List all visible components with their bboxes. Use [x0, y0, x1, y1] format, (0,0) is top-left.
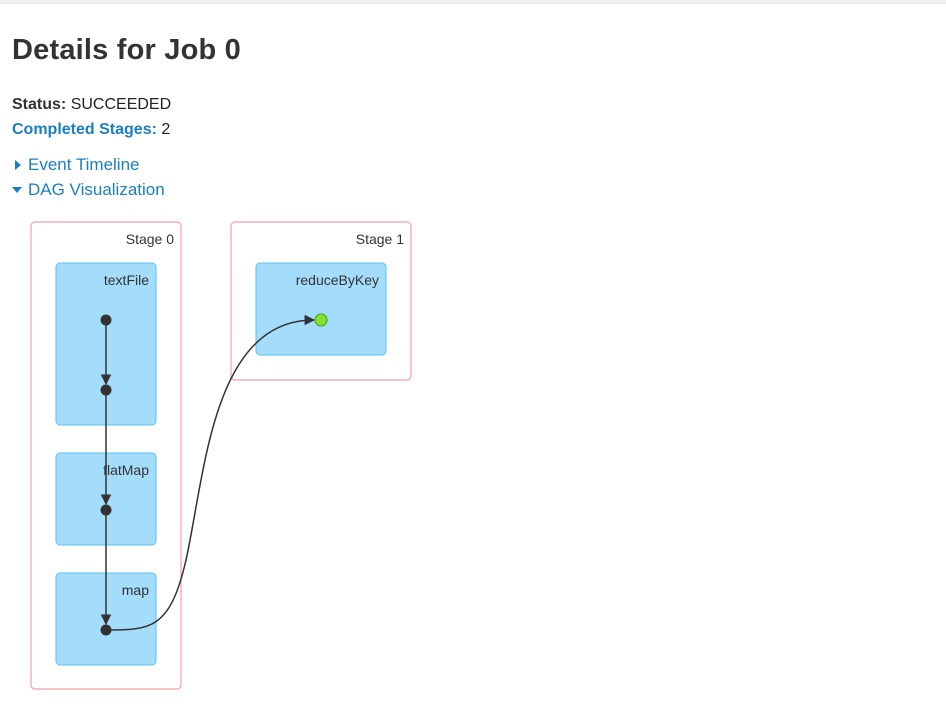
rdd-node[interactable] — [100, 624, 112, 636]
status-value: SUCCEEDED — [70, 96, 172, 113]
dag-visualization-label: DAG Visualization — [28, 180, 165, 199]
dag-edges — [100, 314, 316, 631]
completed-stages-link[interactable]: Completed Stages: — [12, 121, 157, 138]
stage-1-label: Stage 1 — [356, 231, 404, 247]
status-label: Status: — [12, 96, 67, 113]
cached-rdd-node[interactable] — [314, 313, 328, 327]
completed-stages-count: 2 — [161, 121, 171, 138]
rdd-node[interactable] — [100, 314, 112, 326]
visualization-toggles: Event Timeline DAG Visualization — [12, 152, 165, 202]
dag-nodes — [100, 313, 328, 636]
edge-map-to-reducebykey — [105, 314, 316, 631]
dag-visualization-toggle[interactable]: DAG Visualization — [12, 177, 165, 202]
rdd-node[interactable] — [100, 384, 112, 396]
completed-stages-row: Completed Stages: 2 — [12, 117, 171, 142]
status-row: Status: SUCCEEDED — [12, 92, 171, 117]
operation-reducebykey-label: reduceByKey — [296, 272, 379, 288]
stage-1-cluster[interactable]: Stage 1 reduceByKey — [230, 221, 412, 381]
stage-0-label: Stage 0 — [126, 231, 174, 247]
event-timeline-label: Event Timeline — [28, 155, 140, 174]
rdd-node[interactable] — [100, 504, 112, 516]
operation-textfile-label: textFile — [104, 272, 149, 288]
page-title: Details for Job 0 — [12, 34, 242, 66]
caret-down-icon — [12, 184, 28, 196]
event-timeline-toggle[interactable]: Event Timeline — [12, 152, 165, 177]
operation-reducebykey-box[interactable] — [255, 262, 387, 356]
job-summary: Status: SUCCEEDED Completed Stages: 2 — [12, 92, 171, 142]
operation-map-label: map — [122, 582, 149, 598]
caret-right-icon — [12, 159, 28, 171]
top-divider — [0, 0, 946, 4]
operation-flatmap-label: flatMap — [103, 462, 149, 478]
